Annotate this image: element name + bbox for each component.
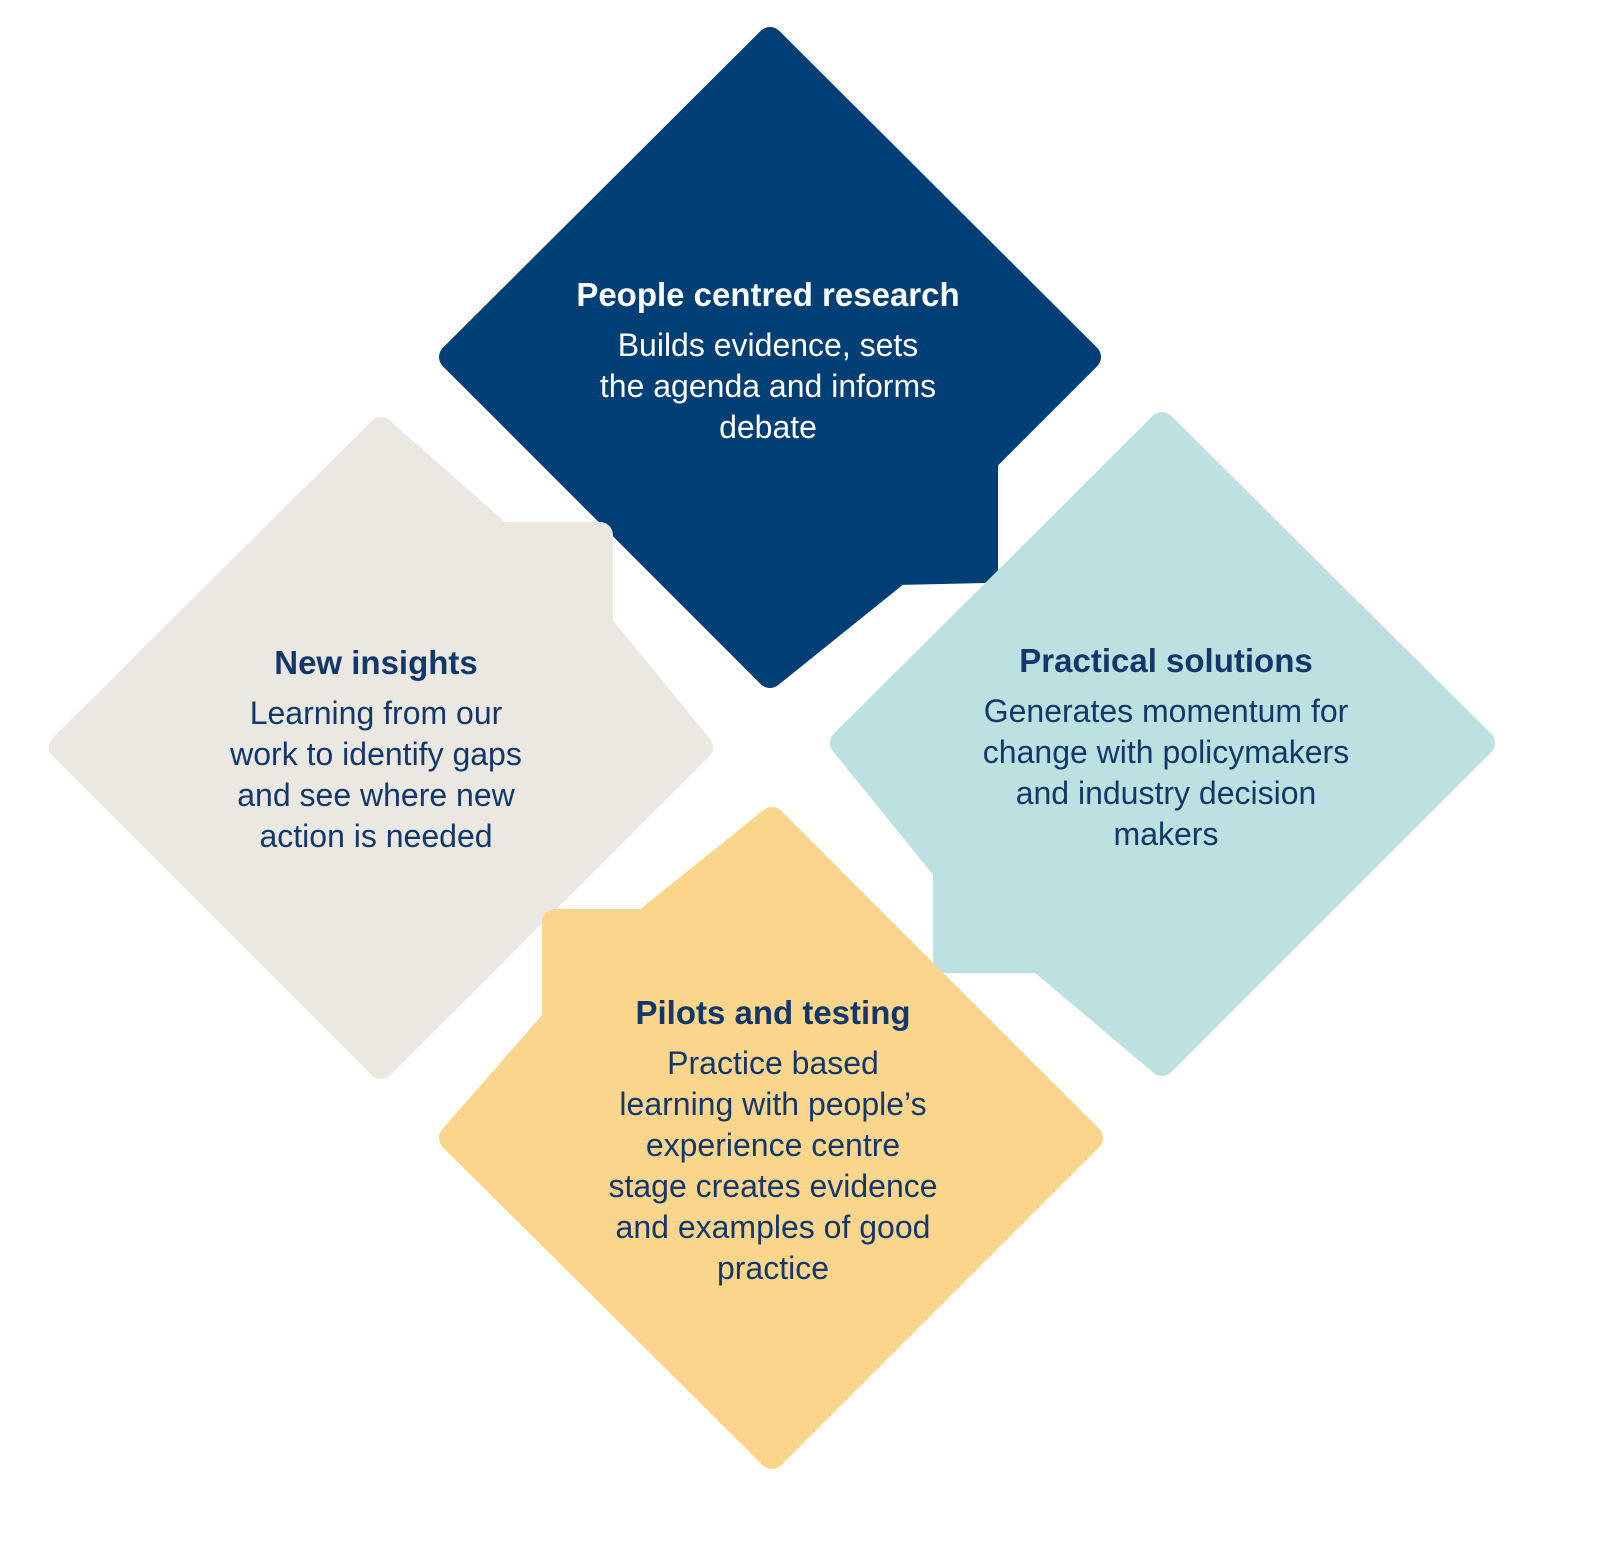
solutions-title: Practical solutions bbox=[1019, 642, 1312, 679]
pilots-diamond bbox=[439, 807, 1103, 1469]
solutions-line: Generates momentum for bbox=[984, 693, 1349, 729]
solutions-line: and industry decision bbox=[1016, 775, 1317, 811]
insights-diamond bbox=[49, 417, 713, 1079]
insights-line: Learning from our bbox=[250, 695, 503, 731]
pilots-line: practice bbox=[717, 1250, 829, 1286]
solutions-text: Practical solutions Generates momentum f… bbox=[983, 642, 1349, 852]
pilots-line: and examples of good bbox=[616, 1209, 931, 1245]
pilots-line: stage creates evidence bbox=[608, 1168, 937, 1204]
insights-line: work to identify gaps bbox=[229, 736, 522, 772]
pilots-title: Pilots and testing bbox=[635, 994, 910, 1031]
pilots-line: Practice based bbox=[667, 1045, 879, 1081]
insights-text: New insights Learning from our work to i… bbox=[229, 644, 522, 854]
pilots-line: learning with people’s bbox=[619, 1086, 926, 1122]
solutions-diamond bbox=[830, 412, 1495, 1076]
insights-title: New insights bbox=[274, 644, 478, 681]
solutions-line: makers bbox=[1114, 816, 1219, 852]
research-title: People centred research bbox=[576, 276, 959, 313]
research-diamond bbox=[439, 27, 1101, 688]
pilots-text: Pilots and testing Practice based learni… bbox=[608, 994, 937, 1286]
research-line: the agenda and informs bbox=[600, 368, 936, 404]
solutions-line: change with policymakers bbox=[983, 734, 1349, 770]
pilots-line: experience centre bbox=[646, 1127, 900, 1163]
research-text: People centred research Builds evidence,… bbox=[576, 276, 959, 445]
research-line: debate bbox=[719, 409, 817, 445]
insights-line: action is needed bbox=[259, 818, 492, 854]
insights-line: and see where new bbox=[237, 777, 515, 813]
research-line: Builds evidence, sets bbox=[618, 327, 919, 363]
